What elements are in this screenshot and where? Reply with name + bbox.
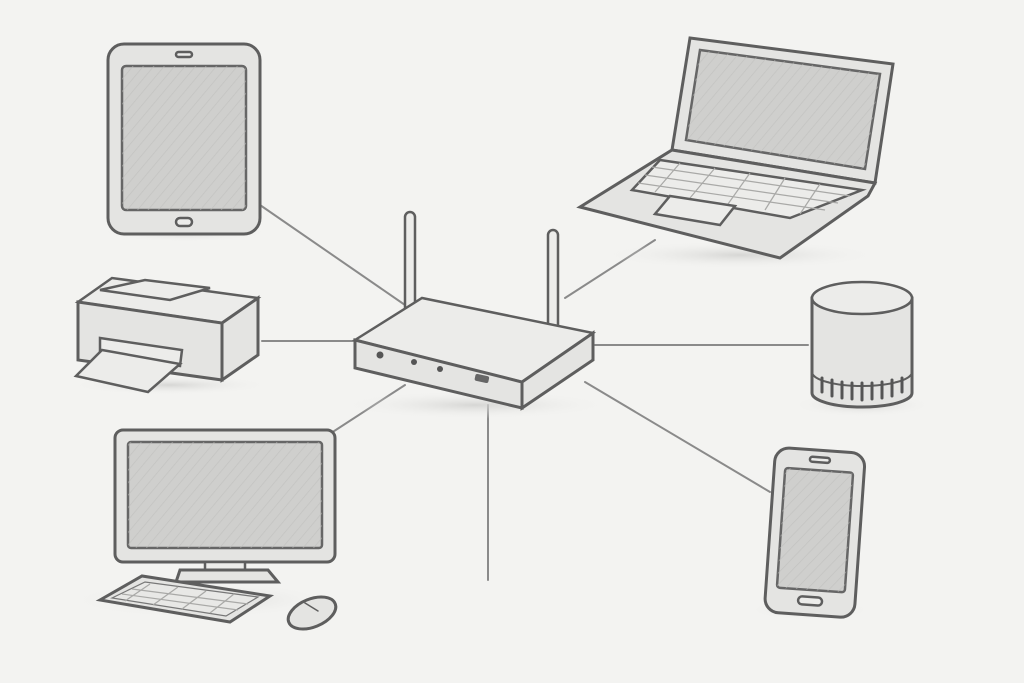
laptop-icon xyxy=(576,36,895,269)
link-tablet xyxy=(259,204,406,306)
smartphone-icon xyxy=(750,446,870,620)
tablet-icon xyxy=(100,42,270,242)
drum-vents xyxy=(820,376,904,402)
router-icon xyxy=(340,210,610,419)
link-smartphone xyxy=(584,381,771,493)
printer-icon xyxy=(70,276,270,395)
keyboard-icon xyxy=(95,574,275,624)
desktop-computer-icon xyxy=(70,428,338,631)
storage-drum-icon xyxy=(792,280,932,417)
laptop-keyboard xyxy=(637,162,851,215)
mouse-icon xyxy=(286,595,338,631)
